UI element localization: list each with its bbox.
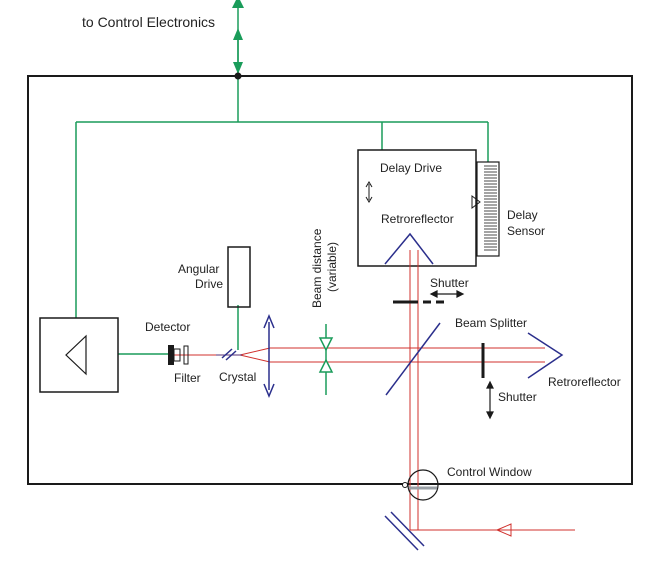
control-window-hinge xyxy=(402,482,408,488)
angular-drive-box xyxy=(227,246,251,308)
filter-label: Filter xyxy=(174,371,201,385)
junction-dot xyxy=(234,72,242,80)
beam-distance-label: Beam distance xyxy=(310,228,324,308)
amplifier-triangle-icon xyxy=(65,334,87,376)
shutter-right-arrow-icon xyxy=(486,380,494,420)
shutter-right-label: Shutter xyxy=(498,390,537,404)
retroreflector-top-label: Retroreflector xyxy=(381,212,454,226)
filter-icon xyxy=(183,345,189,365)
delay-sensor-scale xyxy=(476,161,500,257)
delay-axis-arrow xyxy=(365,181,373,203)
detector-label: Detector xyxy=(145,320,190,334)
down-arrow-icon xyxy=(233,62,243,74)
delay-sensor-label-1: Delay xyxy=(507,208,538,222)
input-beam-arrow-icon xyxy=(495,523,512,537)
shutter-top-arrow-icon xyxy=(429,290,465,298)
optics xyxy=(221,232,564,551)
angular-drive-label-2: Drive xyxy=(195,277,223,291)
amplifier-box xyxy=(39,317,119,393)
to-control-electronics-label: to Control Electronics xyxy=(82,14,215,30)
crystal-label: Crystal xyxy=(219,370,256,384)
detector-window xyxy=(173,348,181,362)
delay-drive-box xyxy=(357,149,477,267)
housing-frame xyxy=(27,75,633,485)
up-arrow-icon xyxy=(233,28,243,40)
sensor-pointer-icon xyxy=(471,195,481,209)
control-window-label: Control Window xyxy=(447,465,532,479)
control-wiring xyxy=(75,0,489,355)
beam-splitter-label: Beam Splitter xyxy=(455,316,527,330)
delay-sensor-ticks xyxy=(484,165,497,251)
beam-distance-variable-label: (variable) xyxy=(325,242,339,292)
retroreflector-right-label: Retroreflector xyxy=(548,375,621,389)
shutter-top-label: Shutter xyxy=(430,276,469,290)
delay-drive-label: Delay Drive xyxy=(380,161,442,175)
angular-drive-label-1: Angular xyxy=(178,262,219,276)
beam-distance-markers xyxy=(318,324,334,395)
delay-sensor-label-2: Sensor xyxy=(507,224,545,238)
detector-icon xyxy=(168,345,174,365)
